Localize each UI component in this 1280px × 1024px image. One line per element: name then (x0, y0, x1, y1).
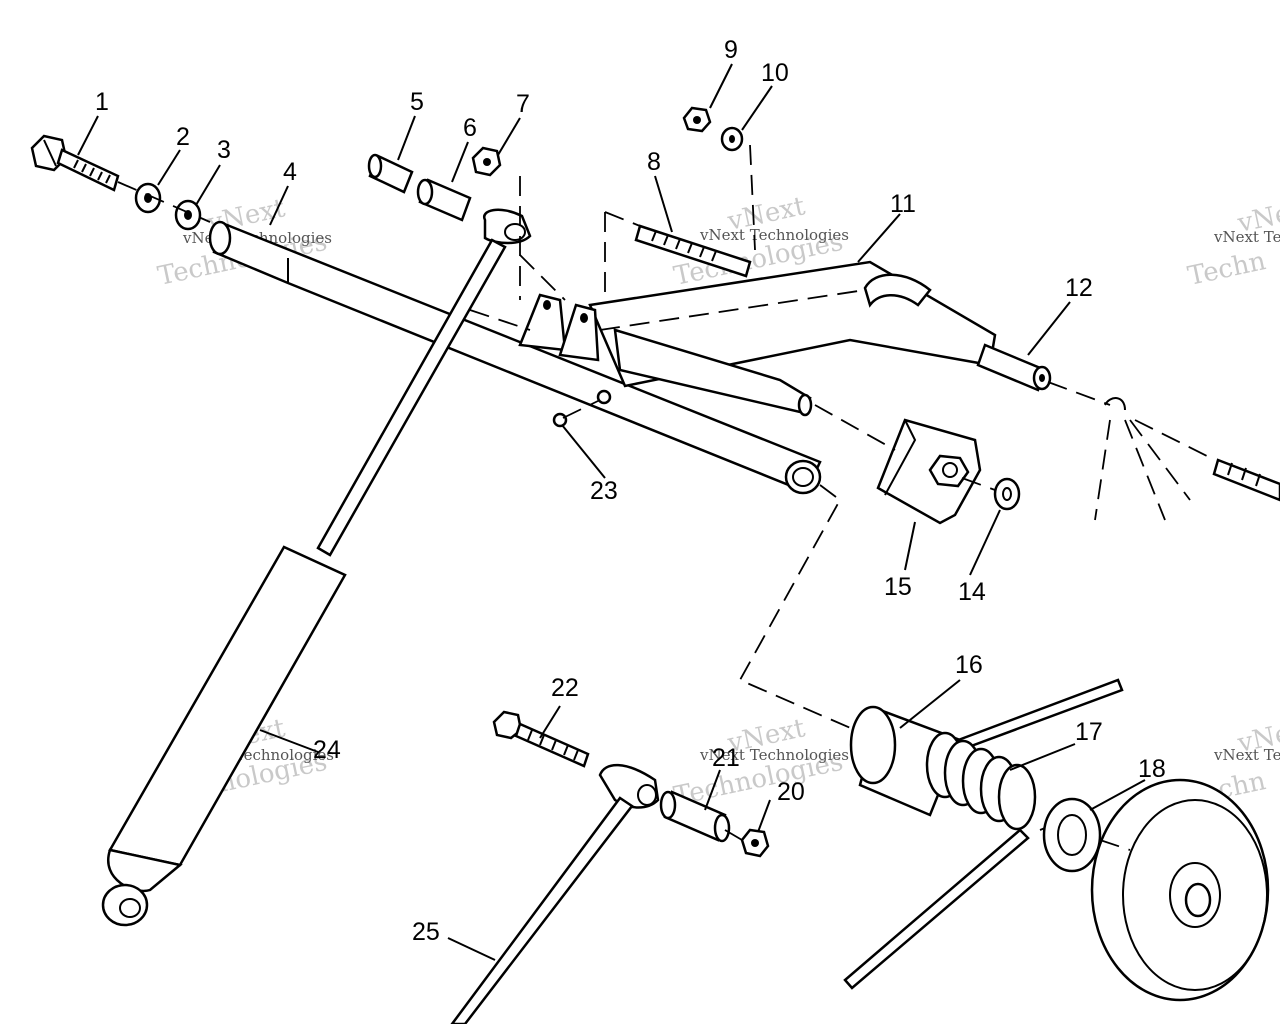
callout-2: 2 (176, 123, 190, 151)
callout-7: 7 (516, 90, 530, 118)
watermark-bottom-center: vNext Technologies vNext Technologies (671, 713, 849, 812)
part-bolt-right (1212, 458, 1280, 502)
svg-text:vNext Technologies: vNext Technologies (699, 226, 849, 244)
part-washer-18 (1042, 797, 1102, 873)
part-shock-24 (101, 208, 532, 927)
part-bolt-22 (492, 710, 590, 768)
part-idler-wheel (1090, 778, 1270, 1002)
part-tube-4 (208, 220, 822, 495)
callout-23: 23 (590, 477, 618, 505)
callout-24: 24 (313, 736, 341, 764)
part-bushing-12 (976, 343, 1052, 392)
callout-21: 21 (712, 744, 740, 772)
part-bolt-1 (30, 134, 120, 192)
part-bushing-21 (659, 790, 731, 843)
callout-6: 6 (463, 114, 477, 142)
svg-text:vNext Te: vNext Te (1213, 746, 1280, 764)
part-spring-17 (843, 678, 1124, 990)
callout-1: 1 (95, 88, 109, 116)
callout-8: 8 (647, 148, 661, 176)
part-nut-7 (471, 146, 502, 177)
part-block-15 (876, 418, 982, 525)
callout-22: 22 (551, 674, 579, 702)
part-rod-25 (450, 763, 660, 1024)
callout-25: 25 (412, 918, 440, 946)
callout-20: 20 (777, 778, 805, 806)
callout-16: 16 (955, 651, 983, 679)
callout-17: 17 (1075, 718, 1103, 746)
part-arm-11 (588, 260, 997, 417)
part-washer-10 (720, 126, 744, 152)
part-washer-14 (993, 477, 1021, 511)
callout-12: 12 (1065, 274, 1093, 302)
part-bushing-5 (367, 153, 414, 194)
watermark-top-right: vNe Techn vNext Te (1185, 199, 1280, 292)
leader-lines (77, 63, 1146, 961)
callout-10: 10 (761, 59, 789, 87)
callout-5: 5 (410, 88, 424, 116)
callout-15: 15 (884, 573, 912, 601)
part-brackets (518, 293, 600, 362)
callout-11: 11 (890, 190, 916, 218)
part-spring-ends-dashed (1094, 397, 1191, 521)
callout-3: 3 (217, 136, 231, 164)
svg-text:Techn: Techn (1185, 246, 1269, 292)
part-bushing-6 (416, 178, 472, 222)
part-nut-9 (682, 106, 712, 133)
part-washer-2 (134, 182, 162, 214)
callout-9: 9 (724, 36, 738, 64)
svg-text:vNext Te: vNext Te (1213, 228, 1280, 246)
assembly-lines (117, 144, 1216, 851)
callout-14: 14 (958, 578, 986, 606)
callout-18: 18 (1138, 755, 1166, 783)
callout-labels: 1 2 3 4 5 6 7 8 9 10 11 12 14 15 16 17 1… (95, 36, 1166, 946)
callout-4: 4 (283, 158, 297, 186)
svg-text:vNext Technologies: vNext Technologies (699, 746, 849, 764)
part-stud-8 (634, 224, 752, 278)
part-nut-20 (740, 828, 770, 858)
